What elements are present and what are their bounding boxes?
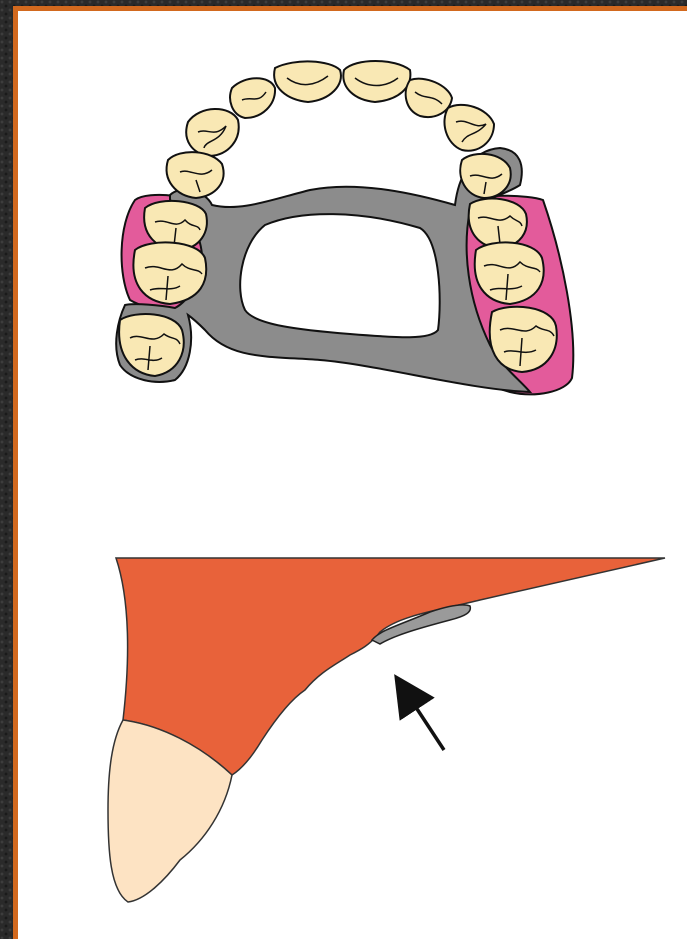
maxillary-arch-partial-denture-icon — [116, 61, 573, 394]
molar-right-2 — [475, 242, 544, 304]
lateral-incisor-left — [230, 78, 275, 118]
central-incisor-right — [343, 61, 410, 102]
premolar-right — [460, 154, 510, 198]
arrow-icon — [398, 680, 444, 750]
molar-right-3 — [490, 307, 557, 372]
palatal-section-with-incisor-icon — [108, 558, 665, 902]
molar-left-2 — [133, 242, 206, 304]
palatal-tissue — [116, 558, 665, 775]
canine-right — [444, 105, 494, 151]
central-incisor-left — [274, 61, 341, 102]
